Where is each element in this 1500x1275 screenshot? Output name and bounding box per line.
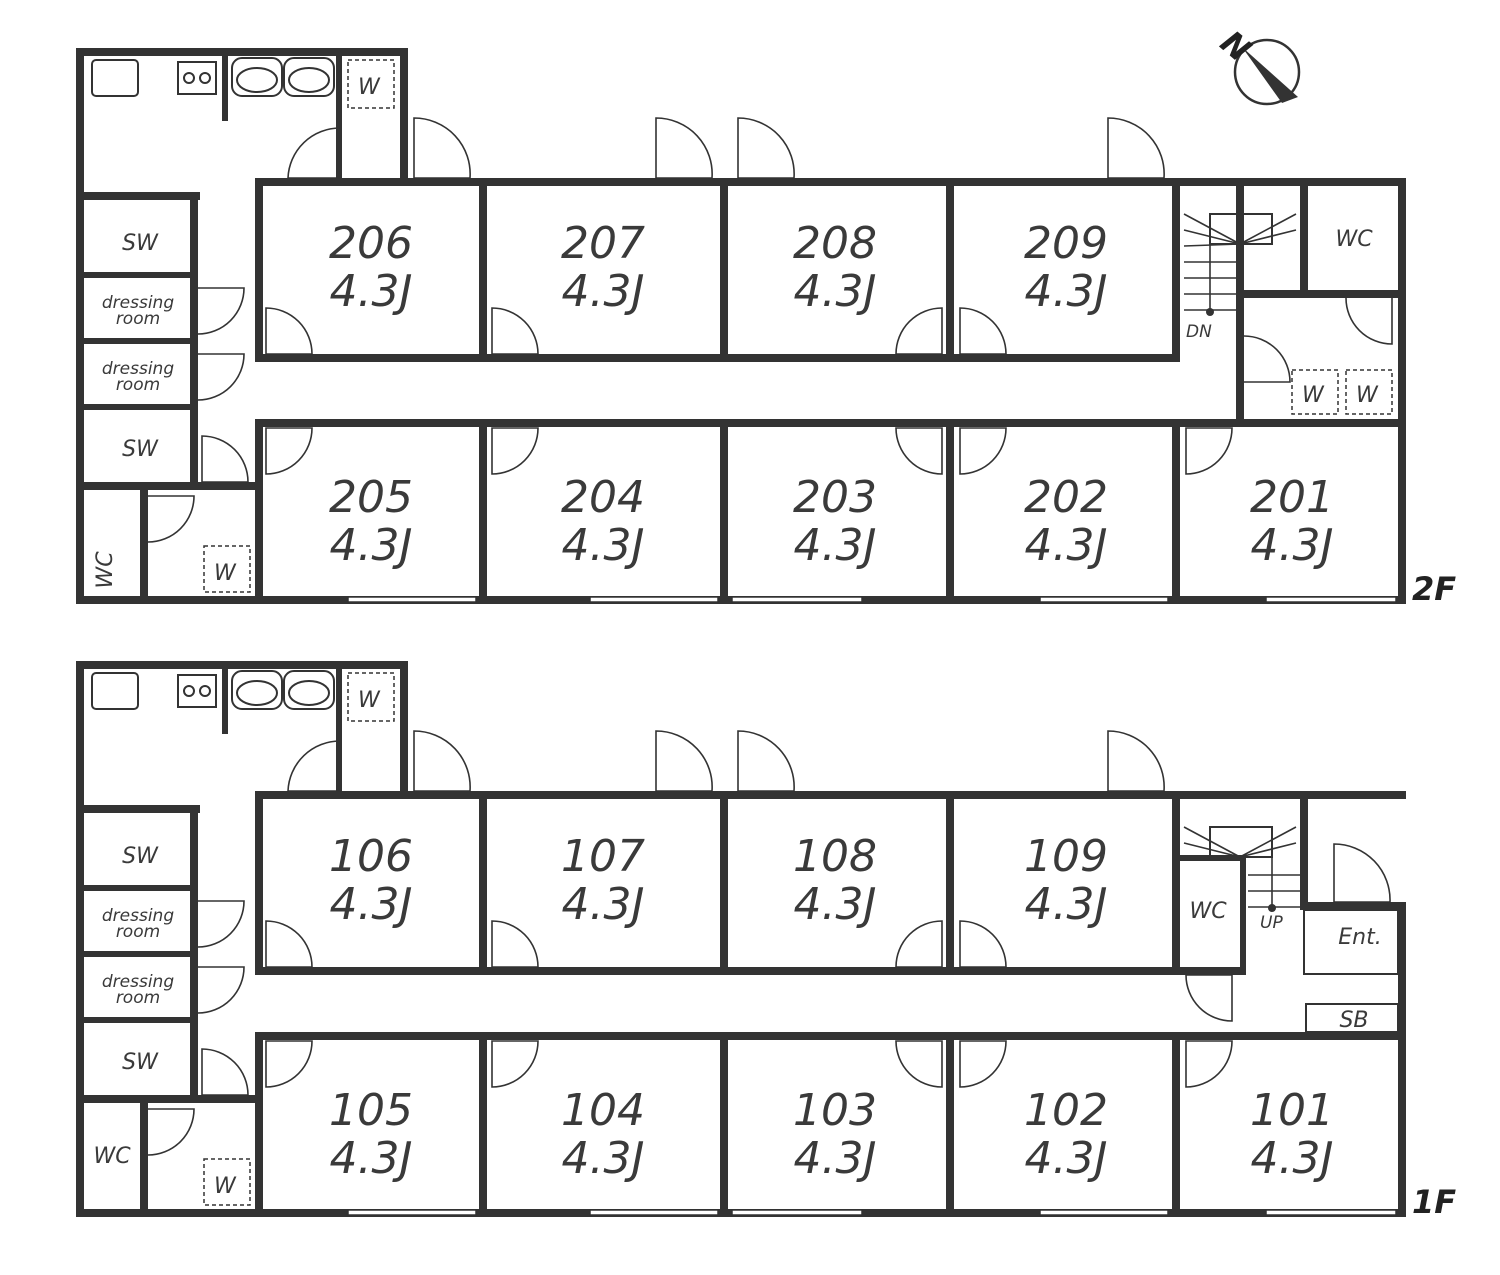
compass-icon: N (1213, 23, 1301, 106)
room-number: 104 (561, 1085, 645, 1136)
room-size: 4.3J (1251, 1133, 1334, 1184)
room-207: 207 4.3J (561, 218, 645, 317)
dressing-room-label: room (116, 922, 160, 942)
room-number: 108 (793, 831, 877, 882)
wc-label: WC (1189, 899, 1227, 924)
dressing-room-label: dressing (102, 906, 174, 926)
room-101: 101 4.3J (1250, 1085, 1334, 1184)
dressing-room-label: dressing (102, 359, 174, 379)
dressing-room-label: room (116, 375, 160, 395)
stairs-icon (1183, 826, 1300, 912)
room-107: 107 4.3J (561, 831, 645, 930)
room-104: 104 4.3J (561, 1085, 645, 1184)
room-number: 207 (561, 218, 645, 269)
room-size: 4.3J (794, 266, 877, 317)
shower-label: SW (122, 437, 159, 462)
wc-label: WC (93, 1144, 131, 1169)
shower-label: SW (122, 844, 159, 869)
room-109: 109 4.3J (1024, 831, 1108, 930)
washer-label: W (214, 1174, 237, 1199)
wc-label: WC (93, 551, 118, 589)
washer-label: W (1302, 383, 1325, 408)
room-206: 206 4.3J (329, 218, 413, 317)
washer-label: W (358, 75, 381, 100)
room-204: 204 4.3J (561, 472, 645, 571)
shower-label: SW (122, 231, 159, 256)
dressing-room-label: dressing (102, 972, 174, 992)
room-size: 4.3J (330, 1133, 413, 1184)
floor-label: 1F (1412, 1183, 1456, 1221)
entrance-label: Ent. (1338, 925, 1381, 950)
room-202: 202 4.3J (1024, 472, 1108, 571)
room-size: 4.3J (330, 520, 413, 571)
room-number: 103 (793, 1085, 877, 1136)
room-205: 205 4.3J (329, 472, 413, 571)
washer-label: W (358, 688, 381, 713)
room-size: 4.3J (330, 879, 413, 930)
room-number: 202 (1024, 472, 1108, 523)
room-number: 209 (1024, 218, 1108, 269)
stairs-label: UP (1260, 913, 1283, 933)
room-size: 4.3J (562, 266, 645, 317)
stairs-icon (1183, 213, 1297, 316)
room-number: 201 (1250, 472, 1334, 523)
washer-label: W (214, 561, 237, 586)
stairs-label: DN (1186, 322, 1212, 342)
room-size: 4.3J (794, 520, 877, 571)
washer-label: W (1356, 383, 1379, 408)
room-number: 106 (329, 831, 413, 882)
room-size: 4.3J (1025, 1133, 1108, 1184)
room-number: 105 (329, 1085, 413, 1136)
dressing-room-label: room (116, 309, 160, 329)
room-108: 108 4.3J (793, 831, 877, 930)
room-number: 205 (329, 472, 413, 523)
room-209: 209 4.3J (1024, 218, 1108, 317)
room-203: 203 4.3J (793, 472, 877, 571)
room-size: 4.3J (1025, 266, 1108, 317)
room-number: 206 (329, 218, 413, 269)
room-size: 4.3J (562, 520, 645, 571)
room-201: 201 4.3J (1250, 472, 1334, 571)
dressing-room-label: room (116, 988, 160, 1008)
room-size: 4.3J (1025, 879, 1108, 930)
floor-2f: W W W W DN (76, 48, 1456, 608)
room-size: 4.3J (1251, 520, 1334, 571)
shoe-box-label: SB (1339, 1008, 1368, 1033)
room-105: 105 4.3J (329, 1085, 413, 1184)
room-number: 107 (561, 831, 645, 882)
floor-label: 2F (1412, 570, 1456, 608)
room-number: 204 (561, 472, 645, 523)
room-number: 203 (793, 472, 877, 523)
room-size: 4.3J (1025, 520, 1108, 571)
room-103: 103 4.3J (793, 1085, 877, 1184)
room-106: 106 4.3J (329, 831, 413, 930)
room-number: 102 (1024, 1085, 1108, 1136)
room-number: 109 (1024, 831, 1108, 882)
room-size: 4.3J (562, 879, 645, 930)
room-size: 4.3J (330, 266, 413, 317)
room-number: 208 (793, 218, 877, 269)
shower-label: SW (122, 1050, 159, 1075)
room-208: 208 4.3J (793, 218, 877, 317)
room-number: 101 (1250, 1085, 1334, 1136)
dressing-room-label: dressing (102, 293, 174, 313)
room-size: 4.3J (562, 1133, 645, 1184)
room-102: 102 4.3J (1024, 1085, 1108, 1184)
room-size: 4.3J (794, 879, 877, 930)
room-size: 4.3J (794, 1133, 877, 1184)
wc-label: WC (1335, 227, 1373, 252)
floor-1f: W W UP 106 4.3J (76, 661, 1456, 1221)
